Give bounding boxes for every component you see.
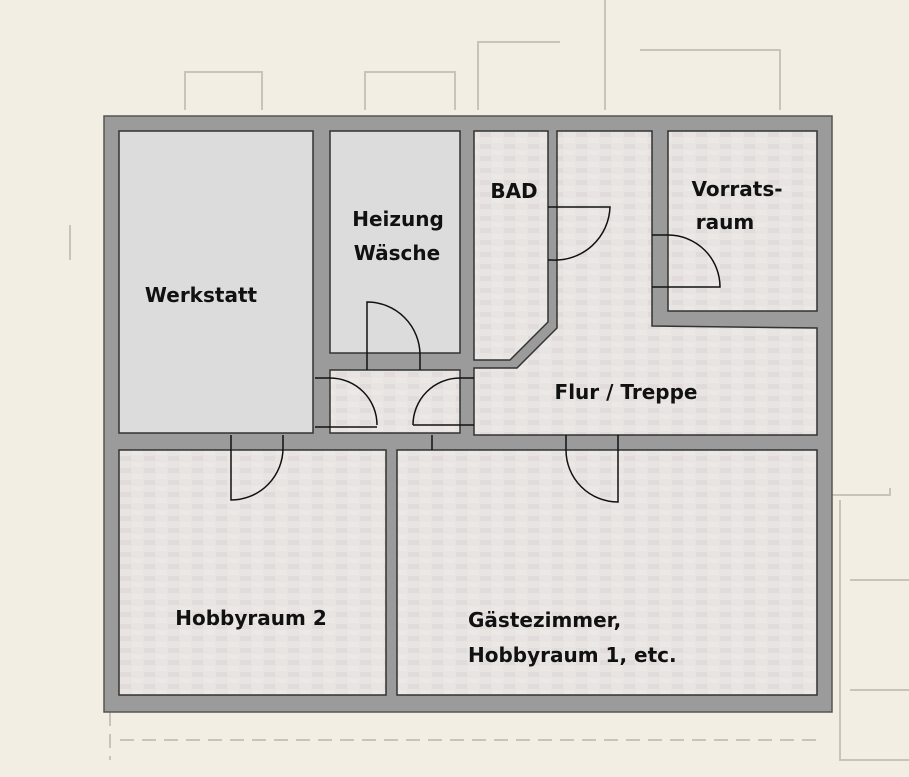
doors	[230, 206, 721, 503]
label-vorrat-1: Vorrats-	[691, 177, 782, 201]
label-hobby2: Hobbyraum 2	[175, 606, 326, 630]
room-bad	[473, 130, 549, 361]
label-flur: Flur / Treppe	[555, 380, 698, 404]
label-vorrat-2: raum	[696, 210, 754, 234]
room-heizung	[329, 130, 461, 354]
room-vorrat	[667, 130, 818, 312]
room-werkstatt	[118, 130, 314, 434]
room-hobby2	[118, 449, 387, 696]
label-gaeste-1: Gästezimmer,	[468, 608, 621, 632]
label-bad: BAD	[490, 179, 537, 203]
background-blueprint	[69, 0, 909, 761]
room-labels: Werkstatt Heizung Wäsche BAD Vorrats- ra…	[145, 177, 783, 667]
room-gaeste	[396, 449, 818, 696]
room-hall	[329, 369, 461, 434]
label-heizung-2: Wäsche	[354, 241, 440, 265]
label-gaeste-2: Hobbyraum 1, etc.	[468, 643, 677, 667]
label-werkstatt: Werkstatt	[145, 283, 258, 307]
label-heizung-1: Heizung	[352, 207, 444, 231]
